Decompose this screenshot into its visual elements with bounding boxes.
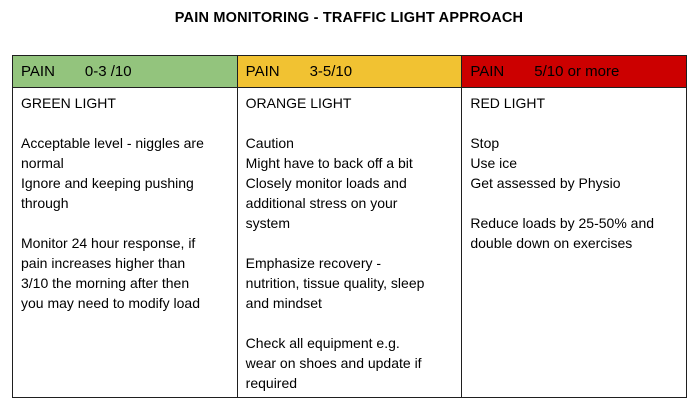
red-header-cell: PAIN 5/10 or more xyxy=(462,56,687,88)
column-orange-light: PAIN 3-5/10 ORANGE LIGHT Caution Might h… xyxy=(237,56,463,397)
green-header-range: 0-3 /10 xyxy=(84,63,132,80)
green-body-cell: GREEN LIGHT Acceptable level - niggles a… xyxy=(21,95,204,311)
orange-header-range: 3-5/10 xyxy=(309,63,353,80)
red-body-cell: RED LIGHT Stop Use ice Get assessed by P… xyxy=(470,95,655,251)
orange-header-label: PAIN xyxy=(245,63,280,80)
red-header-label: PAIN xyxy=(470,63,505,80)
green-header-cell: PAIN 0-3 /10 xyxy=(13,56,237,88)
pain-traffic-light-table: PAIN 0-3 /10 GREEN LIGHT Acceptable leve… xyxy=(12,55,687,398)
column-red-light: PAIN 5/10 or more RED LIGHT Stop Use ice… xyxy=(462,56,687,397)
orange-header-cell: PAIN 3-5/10 xyxy=(237,56,462,88)
red-header-range: 5/10 or more xyxy=(534,63,620,80)
column-green-light: PAIN 0-3 /10 GREEN LIGHT Acceptable leve… xyxy=(13,56,238,397)
page-title: PAIN MONITORING - TRAFFIC LIGHT APPROACH xyxy=(174,10,524,26)
green-header-label: PAIN xyxy=(21,63,55,80)
orange-body-cell: ORANGE LIGHT Caution Might have to back … xyxy=(245,95,425,391)
